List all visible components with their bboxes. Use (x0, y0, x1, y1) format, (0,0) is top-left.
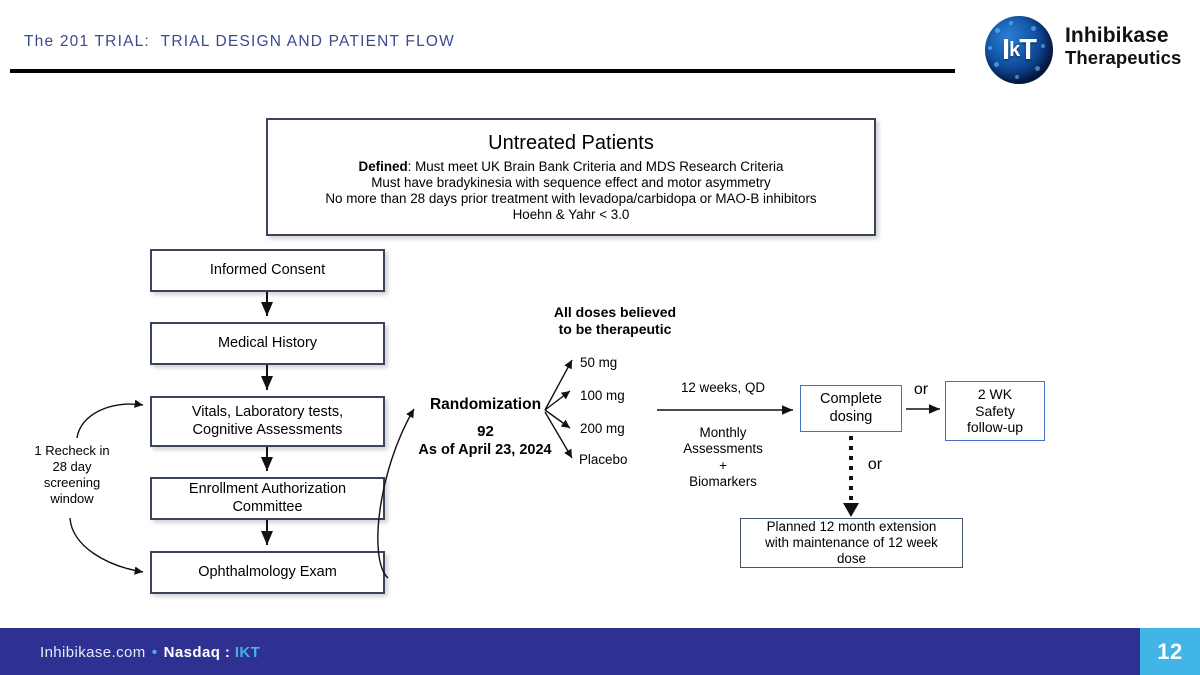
arm-200mg: 200 mg (580, 421, 625, 436)
logo-company-line1: Inhibikase (1065, 24, 1169, 47)
step-medical-history: Medical History (150, 322, 385, 365)
criteria-line2: Must have bradykinesia with sequence eff… (371, 174, 771, 190)
safety-followup-label: 2 WK Safety follow-up (966, 386, 1024, 436)
criteria-line3: No more than 28 days prior treatment wit… (325, 190, 817, 206)
or-label-down: or (867, 456, 883, 473)
footer-site[interactable]: Inhibikase.com (40, 644, 146, 661)
complete-dosing-box: Complete dosing (800, 385, 902, 432)
footer-ticker: IKT (234, 644, 261, 661)
untreated-patients-box: Untreated Patients Defined: Must meet UK… (266, 118, 876, 236)
page-number: 12 (1157, 638, 1183, 664)
logo-company-line2: Therapeutics (1065, 46, 1182, 68)
logo-letter-t: T (1019, 33, 1037, 66)
step-ophthalmology-exam: Ophthalmology Exam (150, 551, 385, 594)
randomization-as-of: As of April 23, 2024 (418, 442, 552, 458)
arm-50mg: 50 mg (580, 355, 618, 370)
footer-bar (0, 628, 1200, 675)
step-label: Informed Consent (209, 261, 326, 278)
criteria-heading: Untreated Patients (488, 131, 654, 154)
step-label: Enrollment Authorization Committee (188, 481, 347, 515)
all-doses-note: All doses believed to be therapeutic (553, 304, 677, 338)
treatment-assessments-label: Monthly Assessments + Biomarkers (683, 425, 763, 490)
randomization-count: 92 (477, 423, 494, 440)
criteria-defined-line: Defined: Must meet UK Brain Bank Criteri… (359, 159, 784, 175)
extension-label: Planned 12 month extension with maintena… (765, 519, 938, 566)
page-number-block (1140, 628, 1200, 675)
criteria-defined-rest: : Must meet UK Brain Bank Criteria and M… (407, 159, 784, 175)
step-label: Medical History (217, 334, 318, 351)
footer-separator-dot: • (151, 644, 158, 661)
logo-sphere-icon (985, 16, 1053, 84)
footer-exchange: Nasdaq : (163, 644, 231, 661)
treatment-duration-label: 12 weeks, QD (680, 380, 766, 395)
logo-company-name: Inhibikase Therapeutics (1065, 24, 1181, 68)
complete-dosing-label: Complete dosing (819, 391, 883, 425)
page-title: The 201 TRIAL: TRIAL DESIGN AND PATIENT … (24, 33, 455, 50)
extension-box: Planned 12 month extension with maintena… (740, 518, 963, 568)
step-informed-consent: Informed Consent (150, 249, 385, 292)
arm-placebo: Placebo (579, 452, 628, 467)
logo-letter-k: k (1009, 38, 1020, 61)
logo-letter-i: I (1002, 33, 1010, 66)
criteria-line4: Hoehn & Yahr < 3.0 (512, 206, 630, 222)
safety-followup-box: 2 WK Safety follow-up (945, 381, 1045, 441)
criteria-defined-label: Defined (358, 159, 408, 175)
header-divider (10, 69, 955, 73)
step-label: Vitals, Laboratory tests, Cognitive Asse… (191, 404, 344, 438)
recheck-window-note: 1 Recheck in 28 day screening window (34, 443, 110, 506)
step-label: Ophthalmology Exam (198, 563, 337, 580)
randomization-label: Randomization (429, 396, 542, 413)
or-label-right: or (913, 381, 929, 398)
step-vitals-labs: Vitals, Laboratory tests, Cognitive Asse… (150, 396, 385, 447)
footer-text: Inhibikase.com • Nasdaq : IKT (40, 644, 260, 662)
step-enrollment-authorization: Enrollment Authorization Committee (150, 477, 385, 520)
arm-100mg: 100 mg (580, 388, 625, 403)
